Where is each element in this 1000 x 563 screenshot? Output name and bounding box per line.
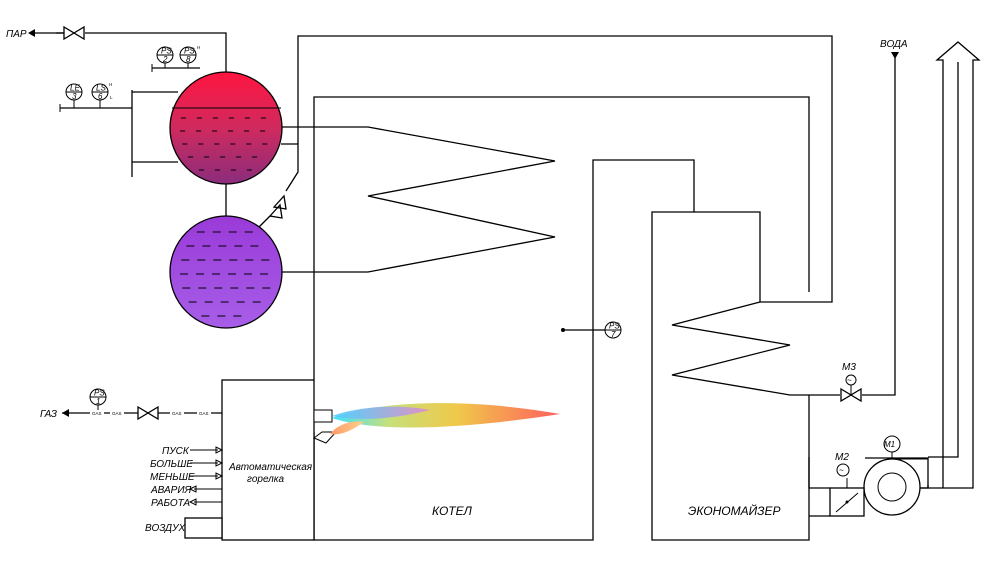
ps1-top: PS [94,389,105,398]
m2-label: M2 [835,452,849,463]
economizer-coil [671,301,840,396]
burner-box [184,379,315,541]
ps7-top: PS [609,322,620,331]
upper-drum-water-marks [180,117,268,171]
superheater-coil [282,126,556,273]
boiler-label: КОТЕЛ [432,504,473,518]
air-label: ВОЗДУХ [145,523,185,534]
burner-label-2: горелка [247,474,285,485]
m1-label: M1 [884,440,895,449]
upper-drum [169,71,283,185]
burner-label-1: Автоматическая [228,462,313,473]
ps8-top: PS [184,47,195,56]
ls6-num: 6 [98,92,103,101]
gas-tags: GAS GAS GAS GAS [90,410,211,417]
riser-valve-icon [268,194,287,219]
signal-more: БОЛЬШЕ [150,459,193,470]
signal-alarm: АВАРИЯ [150,485,192,496]
ls6-mark-h: H [109,82,112,87]
flue-duct [297,35,833,303]
lower-drum-water-marks [180,231,271,317]
ps8-num: 8 [186,55,191,64]
le3-top: LE [70,84,80,93]
water-label: ВОДА [880,39,908,50]
level-gauge-bracket [59,90,178,177]
ps2-top: PS [161,47,172,56]
chimney [920,41,981,489]
svg-text:~: ~ [839,466,844,475]
instrument-le3: LE 3 [65,83,83,108]
instrument-ps2: PS 2 [156,46,174,68]
svg-text:~: ~ [847,376,852,385]
instrument-ps7: PS 7 [604,321,622,339]
signal-run: РАБОТА [151,498,190,509]
lower-drum [169,215,283,329]
ps7-sensor-line [561,328,605,332]
air-fan [863,435,929,516]
gas-valve-icon [137,405,159,421]
air-damper: ~ [808,457,865,517]
water-inlet-line [862,52,899,396]
steam-label: ПАР [6,29,27,40]
pressure-switch-line [151,64,200,72]
svg-text:GAS: GAS [112,411,122,416]
instrument-ls6: LS 6 H L [91,82,113,108]
ls6-mark-l: L [110,95,113,100]
le3-num: 3 [72,92,77,101]
steam-outlet-line [28,29,227,75]
signal-start: ПУСК [162,446,190,457]
riser-line [257,143,299,229]
burner-signal-lines [188,446,224,506]
signal-less: МЕНЬШЕ [150,472,195,483]
instrument-ps8: PS 8 H [179,45,200,68]
economizer-label: ЭКОНОМАЙЗЕР [688,502,781,518]
burner-flame [330,403,560,435]
m3-label: M3 [842,362,856,373]
ps2-num: 2 [162,55,168,64]
svg-text:GAS: GAS [172,411,182,416]
ps7-num: 7 [611,330,616,339]
boiler-furnace [313,96,810,541]
svg-text:GAS: GAS [92,411,102,416]
instrument-ps1: PS 1 [89,388,107,406]
ps1-num: 1 [96,397,100,406]
svg-text:GAS: GAS [199,411,209,416]
steam-valve-icon [63,25,85,41]
ls6-top: LS [96,84,106,93]
m3-valve-icon: ~ [840,374,862,403]
gas-label: ГАЗ [40,409,57,420]
burner-nozzle [313,409,338,444]
ps8-mark: H [197,45,200,50]
